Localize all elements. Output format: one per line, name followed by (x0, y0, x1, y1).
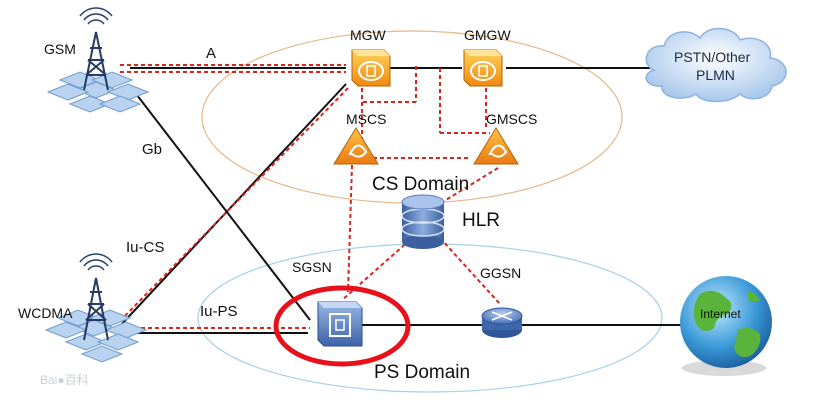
internet-globe-icon (680, 276, 772, 376)
ggsn-router-icon (481, 307, 523, 338)
gmgw-icon (463, 49, 503, 87)
sgsn-highlight-circle (273, 285, 411, 367)
mscs-label: MSCS (346, 111, 386, 127)
interface-iu-cs-label: Iu-CS (126, 239, 164, 256)
physical-links (119, 67, 682, 334)
interface-a-label: A (206, 45, 216, 62)
wcdma-base-station-icon (44, 253, 148, 363)
gsm-label: GSM (44, 41, 76, 57)
gmscs-icon (473, 127, 519, 165)
sgsn-icon (317, 301, 363, 347)
sgsn-label: SGSN (292, 259, 332, 275)
watermark: Bai●百科 (40, 373, 89, 387)
interface-gb-label: Gb (142, 141, 162, 158)
pstn-cloud-icon (645, 27, 787, 103)
pstn-label-line1: PSTN/Other (674, 49, 751, 65)
ps-domain-label: PS Domain (374, 362, 470, 383)
hlr-label: HLR (462, 210, 500, 231)
internet-label: Internet (700, 307, 741, 321)
pstn-label-line2: PLMN (696, 67, 735, 83)
mgw-icon (351, 49, 391, 87)
gmscs-label: GMSCS (486, 111, 537, 127)
interface-iu-ps-label: Iu-PS (200, 303, 238, 320)
mscs-icon (333, 127, 379, 165)
cs-domain-label: CS Domain (372, 174, 469, 195)
signaling-links (119, 64, 501, 329)
gsm-base-station-icon (46, 7, 150, 113)
wcdma-label: WCDMA (18, 305, 73, 321)
ggsn-label: GGSN (480, 265, 521, 281)
hlr-database-icon (401, 194, 445, 249)
mgw-label: MGW (350, 27, 387, 43)
gmgw-label: GMGW (464, 27, 511, 43)
